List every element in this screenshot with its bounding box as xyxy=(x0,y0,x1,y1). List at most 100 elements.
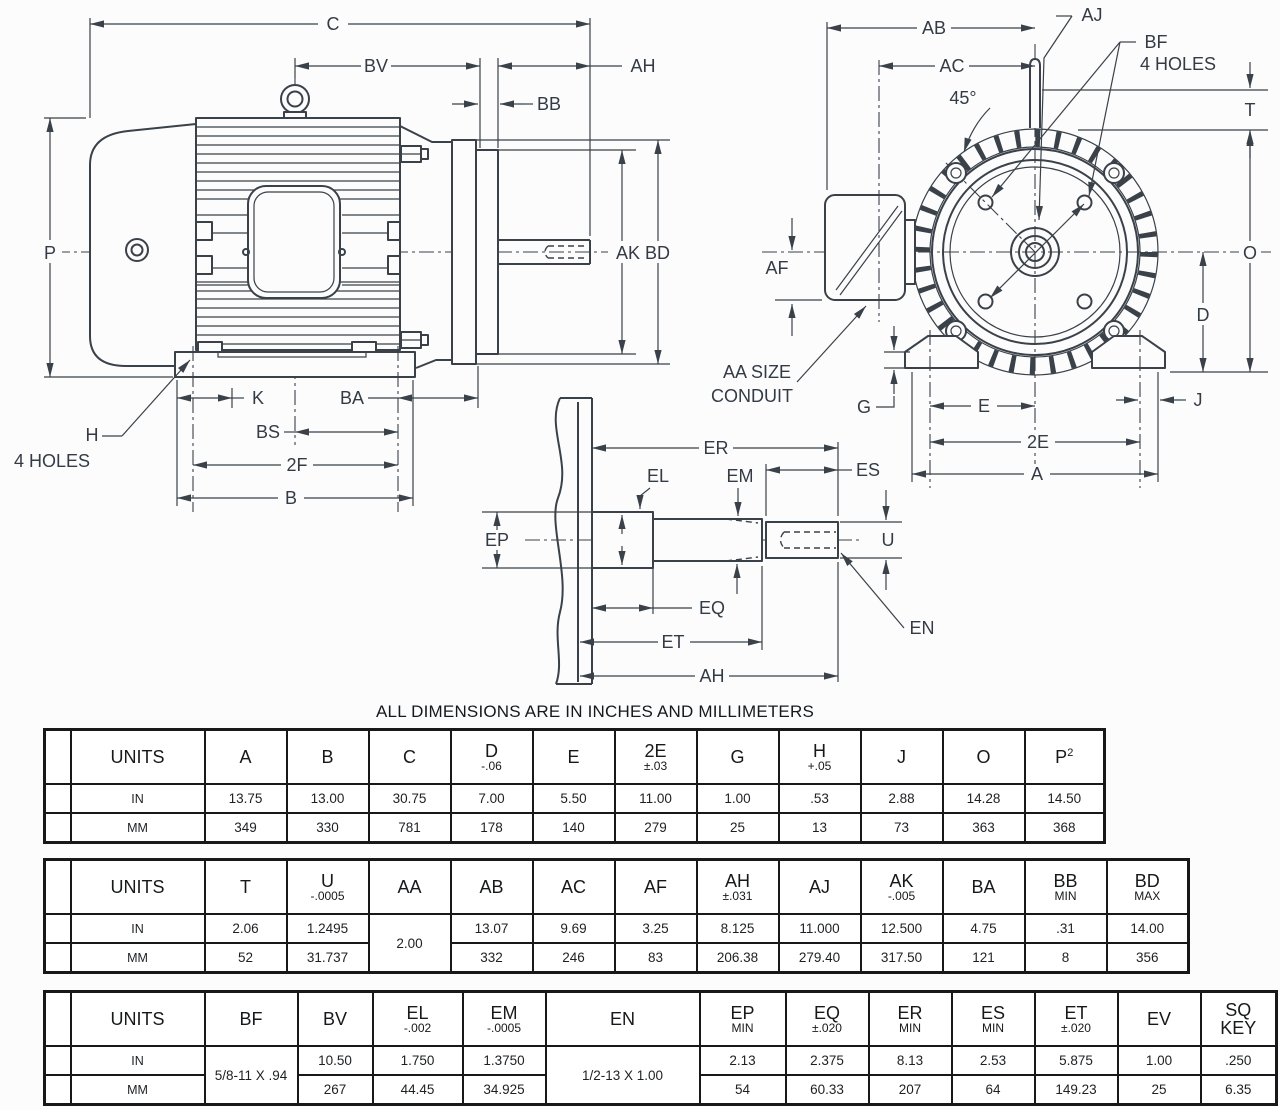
column-header-c: C xyxy=(367,728,452,785)
value-cell-ak-mm: 317.50 xyxy=(859,942,944,974)
dim-label-ah-shaft: AH xyxy=(699,666,724,686)
value-cell-er-mm: 207 xyxy=(867,1074,953,1106)
value-cell-aj-in: 11.000 xyxy=(777,913,862,944)
column-header-bf: BF xyxy=(203,990,299,1047)
mounting-base xyxy=(174,351,416,378)
dim-label-b: B xyxy=(285,488,297,508)
dim-label-ak-bd: AK BD xyxy=(616,243,670,263)
value-cell-eq-mm: 60.33 xyxy=(784,1074,870,1106)
dim-label-ac: AC xyxy=(939,56,964,76)
value-cell-af-in: 3.25 xyxy=(613,913,698,944)
row-spacer-cell xyxy=(43,783,72,814)
value-cell-j-mm: 73 xyxy=(859,812,944,844)
dim-label-h-holes: 4 HOLES xyxy=(14,451,90,471)
row-spacer-cell xyxy=(43,1074,72,1106)
dim-label-ep: EP xyxy=(485,530,509,550)
label-aa-conduit: CONDUIT xyxy=(711,386,793,406)
row-spacer-cell xyxy=(43,1045,72,1076)
row-spacer-cell xyxy=(43,942,72,974)
value-cell-em-in: 1.3750 xyxy=(461,1045,547,1076)
column-header-eq: EQ±.020 xyxy=(784,990,870,1047)
column-header-en: EN xyxy=(544,990,701,1047)
table-corner-cell xyxy=(43,728,72,785)
dim-label-d: D xyxy=(1197,305,1210,325)
value-cell-ah-mm: 206.38 xyxy=(695,942,780,974)
row-spacer-cell xyxy=(43,913,72,944)
dim-label-k: K xyxy=(252,388,264,408)
value-cell-g-mm: 25 xyxy=(695,812,780,844)
value-cell-ac-in: 9.69 xyxy=(531,913,616,944)
value-cell-ac-mm: 246 xyxy=(531,942,616,974)
value-cell-ab-mm: 332 xyxy=(449,942,534,974)
dim-label-aj: AJ xyxy=(1081,5,1102,25)
value-cell-p-mm: 368 xyxy=(1023,812,1106,844)
row-unit-label: MM xyxy=(69,812,206,844)
value-cell-sq-in: .250 xyxy=(1199,1045,1278,1076)
value-cell-er-in: 8.13 xyxy=(867,1045,953,1076)
foot-right xyxy=(1091,335,1166,369)
value-cell-2e-mm: 279 xyxy=(613,812,698,844)
column-header-et: ET±.020 xyxy=(1033,990,1119,1047)
dim-label-ah-top: AH xyxy=(630,56,655,76)
value-cell-t-in: 2.06 xyxy=(203,913,288,944)
shaft-detail: EP U ER ES EL EM EQ ET AH EN xyxy=(482,397,935,686)
value-cell-em-mm: 34.925 xyxy=(461,1074,547,1106)
row-spacer-cell xyxy=(43,812,72,844)
label-aa-size: AA SIZE xyxy=(723,362,791,382)
dim-label-g: G xyxy=(857,397,871,417)
value-cell-bd-mm: 356 xyxy=(1105,942,1190,974)
units-header-label: UNITS xyxy=(110,746,165,767)
eyebolt-icon xyxy=(280,84,310,119)
dim-label-u: U xyxy=(882,530,895,550)
row-unit-label: MM xyxy=(69,942,206,974)
value-cell-bv-mm: 267 xyxy=(296,1074,374,1106)
units-header: UNITS xyxy=(69,990,206,1047)
value-cell-bd-in: 14.00 xyxy=(1105,913,1190,944)
column-header-ev: EV xyxy=(1116,990,1202,1047)
value-cell-o-mm: 363 xyxy=(941,812,1026,844)
value-cell-ba-in: 4.75 xyxy=(941,913,1026,944)
value-cell-c-mm: 781 xyxy=(367,812,452,844)
value-cell-ep-in: 2.13 xyxy=(698,1045,787,1076)
value-cell-2e-in: 11.00 xyxy=(613,783,698,814)
value-cell-ba-mm: 121 xyxy=(941,942,1026,974)
conduit-box-front xyxy=(824,194,916,301)
column-header-p: P2 xyxy=(1023,728,1106,785)
column-header-a: A xyxy=(203,728,288,785)
value-cell-el-mm: 44.45 xyxy=(371,1074,464,1106)
value-cell-et-mm: 149.23 xyxy=(1033,1074,1119,1106)
row-unit-label: IN xyxy=(69,913,206,944)
dim-label-p: P xyxy=(44,243,56,263)
column-header-em: EM-.0005 xyxy=(461,990,547,1047)
value-cell-b-in: 13.00 xyxy=(285,783,370,814)
column-header-d: D-.06 xyxy=(449,728,534,785)
dim-label-ab: AB xyxy=(922,18,946,38)
value-cell-g-in: 1.00 xyxy=(695,783,780,814)
column-header-2e: 2E±.03 xyxy=(613,728,698,785)
value-cell-bv-in: 10.50 xyxy=(296,1045,374,1076)
value-cell-ab-in: 13.07 xyxy=(449,913,534,944)
dim-label-em: EM xyxy=(727,466,754,486)
dim-label-45deg: 45° xyxy=(949,88,976,108)
row-unit-label: IN xyxy=(69,783,206,814)
column-header-ak: AK-.005 xyxy=(859,858,944,915)
dim-label-j: J xyxy=(1194,390,1203,410)
dim-label-el: EL xyxy=(647,466,669,486)
value-cell-es-mm: 64 xyxy=(950,1074,1036,1106)
row-unit-label: MM xyxy=(69,1074,206,1106)
eyebolt-front xyxy=(1029,58,1041,128)
value-cell-a-mm: 349 xyxy=(203,812,288,844)
column-header-ac: AC xyxy=(531,858,616,915)
column-header-t: T xyxy=(203,858,288,915)
column-header-ab: AB xyxy=(449,858,534,915)
value-cell-bf: 5/8-11 X .94 xyxy=(203,1045,299,1106)
shaft-step-2 xyxy=(652,518,763,562)
dim-label-eq: EQ xyxy=(699,598,725,618)
